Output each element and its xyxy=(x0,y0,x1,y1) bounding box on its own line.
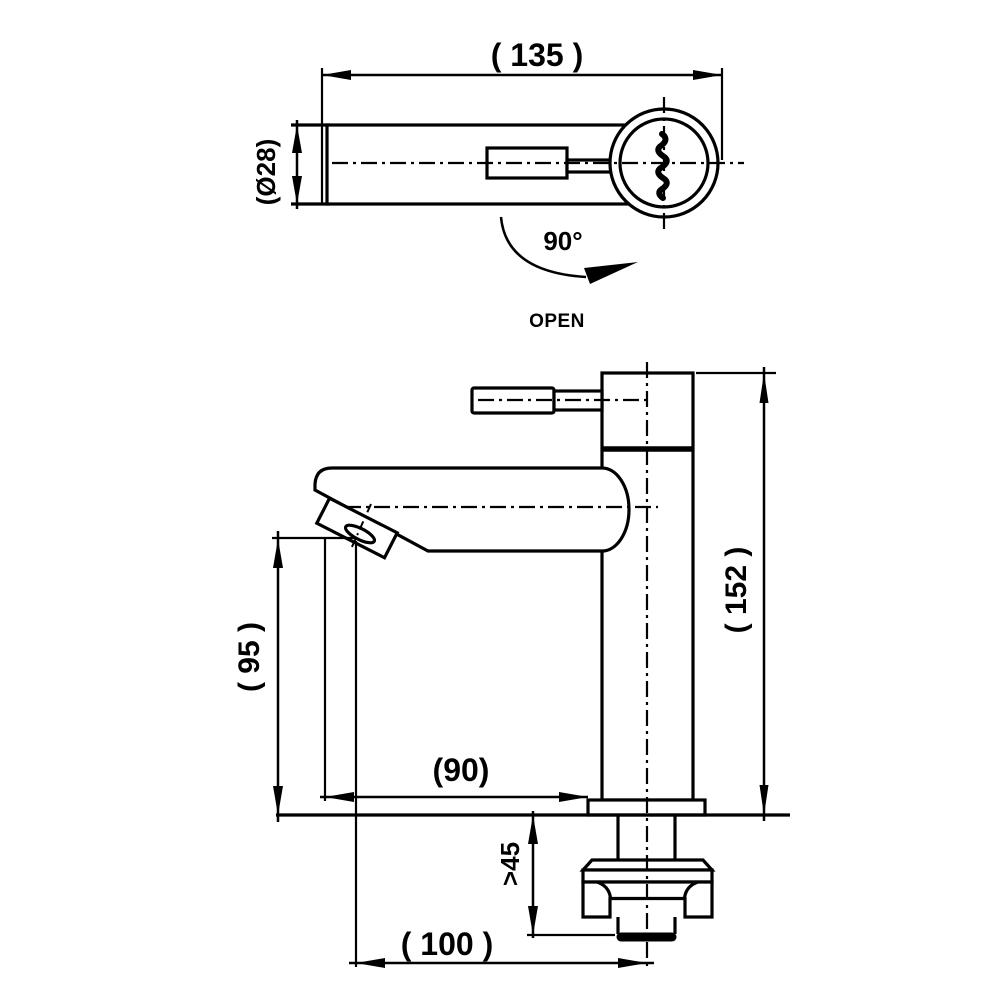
dim-152-label: ( 152 ) xyxy=(720,547,753,634)
aerator-outlet xyxy=(343,523,377,545)
arrowhead-icon xyxy=(325,792,354,802)
arrowhead-icon xyxy=(273,539,283,568)
arrowhead-icon xyxy=(322,70,351,80)
nut-dome-arc xyxy=(596,880,613,899)
dim-min45-label: >45 xyxy=(495,842,525,886)
brand-logo-mark-icon xyxy=(655,131,670,201)
arrowhead-icon xyxy=(559,792,588,802)
arrowhead-icon xyxy=(528,815,538,844)
arrowhead-icon xyxy=(356,958,385,968)
open-label: OPEN xyxy=(529,311,585,332)
arrowhead-icon xyxy=(292,176,302,204)
arrowhead-icon xyxy=(292,125,302,153)
dim-d28-label: (Ø28) xyxy=(251,139,281,205)
dim-95-label: ( 95 ) xyxy=(233,622,266,692)
arrowhead-icon xyxy=(618,958,647,968)
arrowhead-icon xyxy=(693,70,722,80)
angle-90-label: 90° xyxy=(543,226,582,256)
rotation-arc xyxy=(499,216,587,279)
outlet-axis-centerline xyxy=(350,503,372,550)
side-view: ( 152 ) ( 95 ) (90) >45 ( 100 ) xyxy=(233,362,790,968)
arrowhead-icon xyxy=(528,906,538,935)
rotation-arrowhead-icon xyxy=(584,262,638,284)
nut-dome-arc xyxy=(682,880,699,899)
mounting-nut xyxy=(581,880,714,919)
arrowhead-icon xyxy=(759,373,769,403)
dim-90-label: (90) xyxy=(433,752,490,788)
dim-100-label: ( 100 ) xyxy=(401,926,493,962)
dim-135-label: ( 135 ) xyxy=(491,37,583,73)
arrowhead-icon xyxy=(273,786,283,815)
top-view: ( 135 ) (Ø28) 90° OPEN xyxy=(251,37,744,332)
arrowhead-icon xyxy=(759,785,769,815)
